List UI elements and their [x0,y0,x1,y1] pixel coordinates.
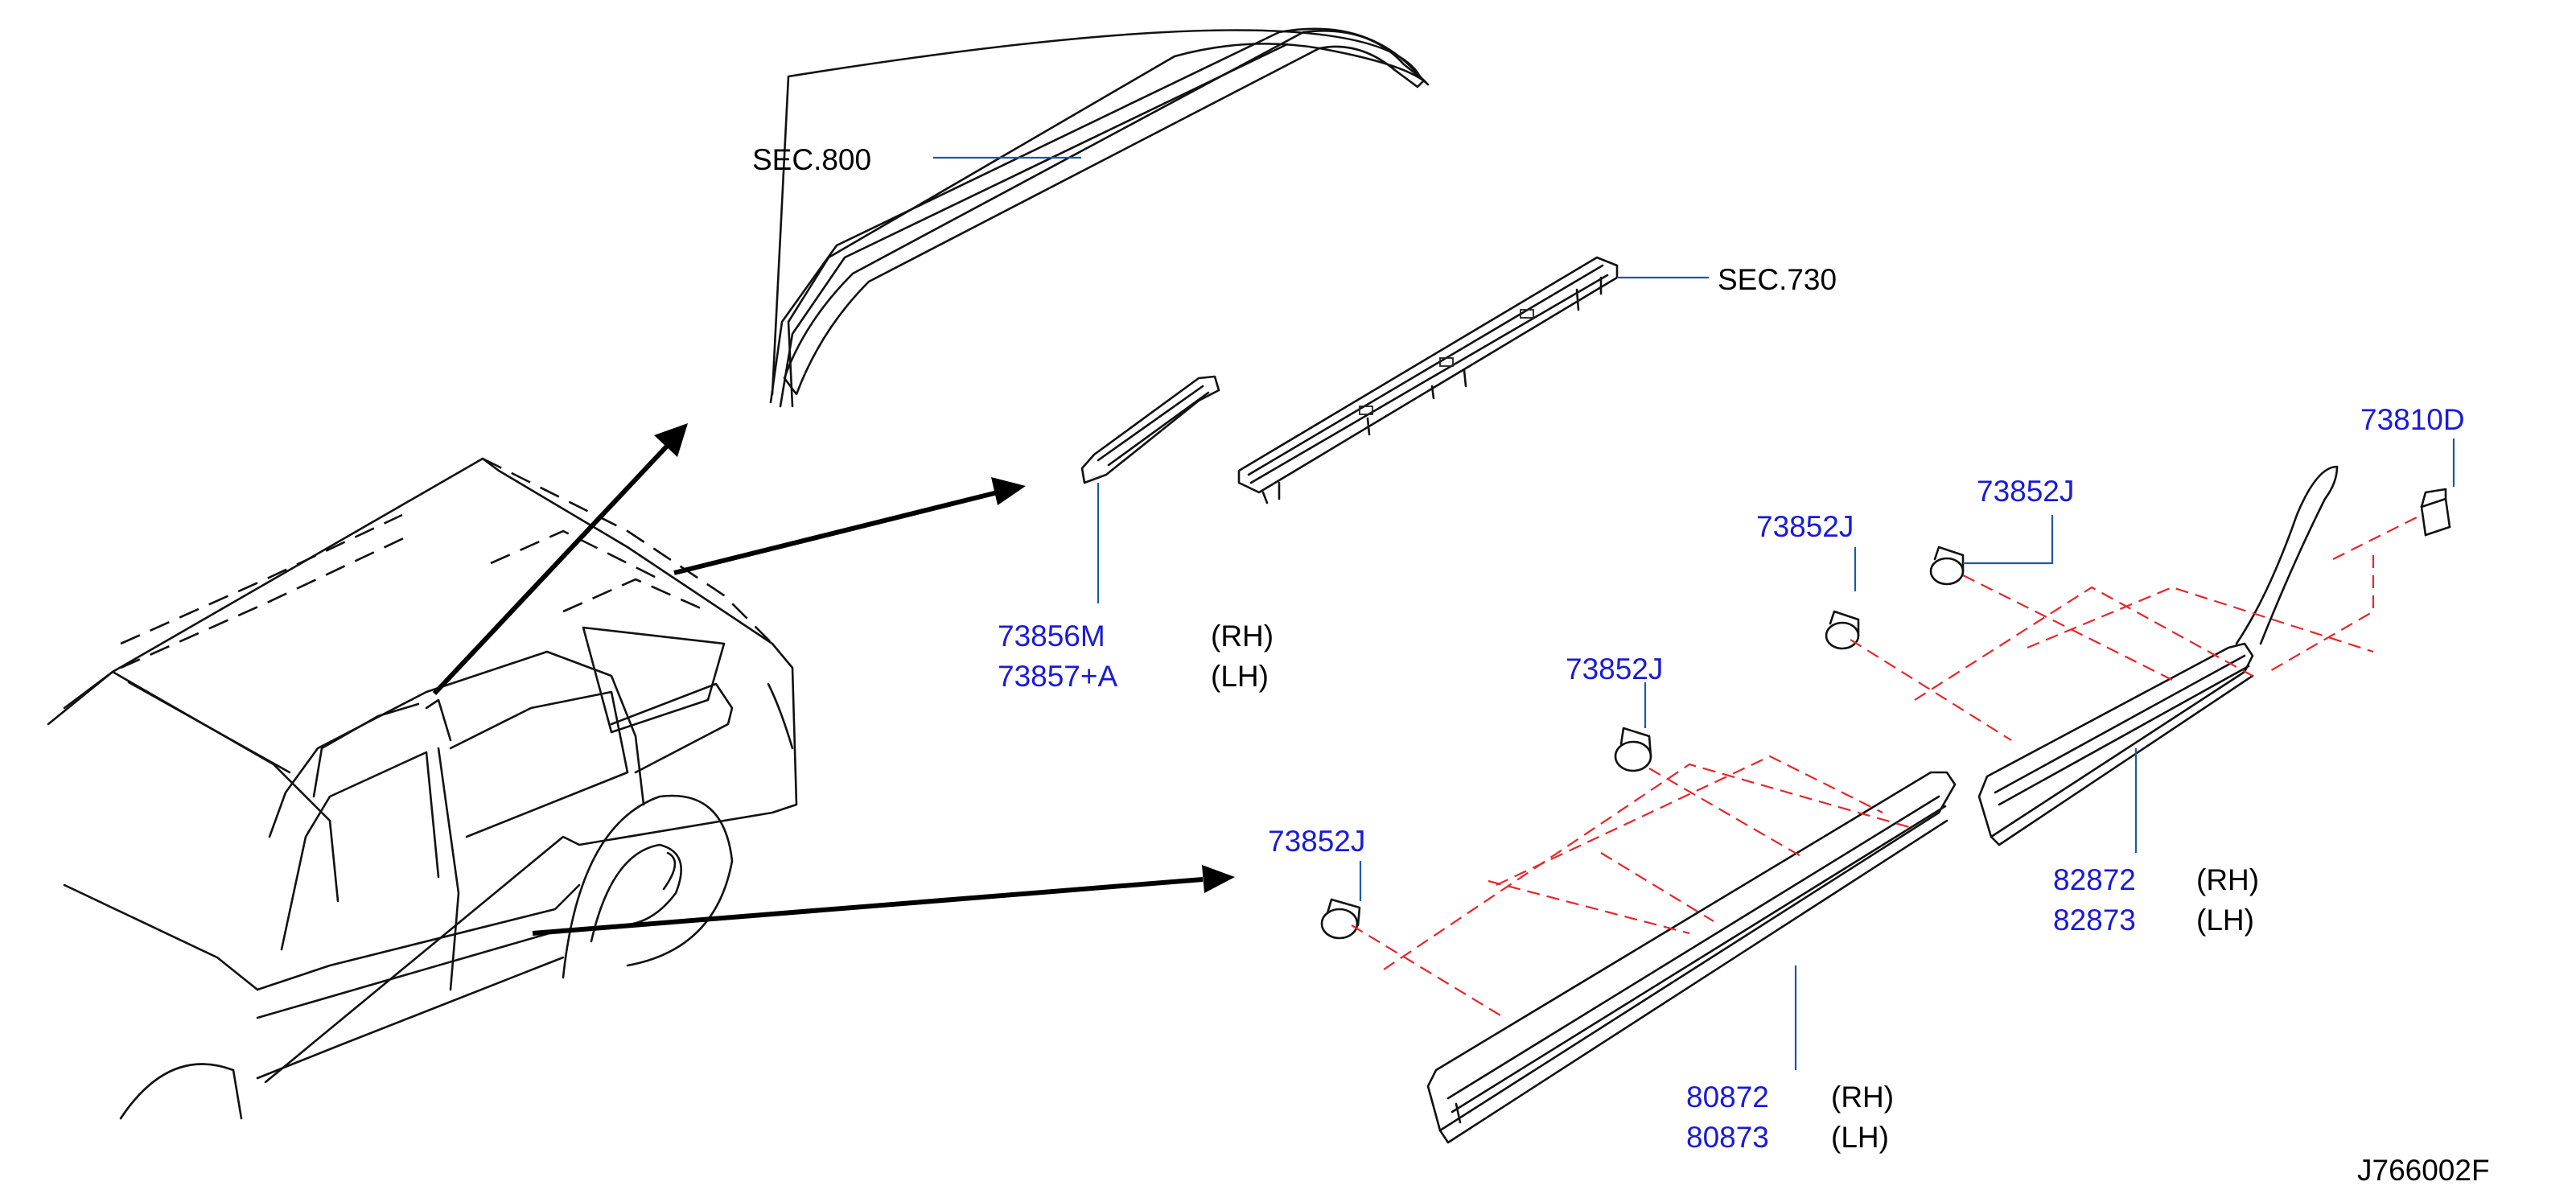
section-ref-roof-rail[interactable]: SEC.800 [752,143,871,176]
roof-drip-moulding [1080,375,1220,484]
section-ref-roof-rack[interactable]: SEC.730 [1718,263,1837,296]
roof-rack-callout-arrow [673,490,998,575]
mounting-lines [1351,514,2422,1019]
door-moulding-callout-arrow [532,877,1204,936]
side-label-rear-door-rh: (RH) [2196,863,2259,896]
part-number-rear-door-lh[interactable]: 82873 [2053,904,2136,937]
clip-rear-upper [1929,546,1965,586]
diagram-id: J766002F [2357,1154,2490,1187]
part-number-clip-front-upper[interactable]: 73852J [1566,653,1663,686]
side-label-front-door-lh: (LH) [1831,1121,1889,1154]
part-number-clip-rear-lower[interactable]: 73852J [1756,510,1854,543]
part-number-rear-door-rh[interactable]: 82872 [2053,863,2136,896]
rear-door-moulding [1977,465,2339,846]
part-number-end-cap[interactable]: 73810D [2360,403,2465,436]
part-number-clip-front-lower[interactable]: 73852J [1268,825,1365,858]
part-number-clip-rear-upper[interactable]: 73852J [1977,475,2074,508]
part-number-front-door-lh[interactable]: 80873 [1686,1121,1769,1154]
roof-rail [769,27,1430,408]
clip-rear-lower [1825,610,1860,650]
part-number-roof-drip-rh[interactable]: 73856M [998,620,1105,653]
end-cap [2420,488,2451,537]
roof-rail-callout-arrow [432,438,674,696]
callout-arrows [432,423,1235,936]
side-label-front-door-rh: (RH) [1831,1081,1894,1114]
clip-front-lower [1320,898,1361,940]
roof-rail-body [783,30,1426,396]
roof-rack [1237,256,1619,504]
vehicle-outline [47,457,798,1120]
side-label-roof-drip-rh: (RH) [1211,620,1274,653]
part-number-roof-drip-lh[interactable]: 73857+A [998,660,1117,693]
side-label-rear-door-lh: (LH) [2196,904,2254,937]
side-label-roof-drip-lh: (LH) [1211,660,1269,693]
part-number-front-door-rh[interactable]: 80872 [1686,1081,1769,1114]
clip-front-upper [1614,727,1652,772]
front-door-moulding [1426,771,1957,1144]
leader-lines [933,156,2455,1070]
